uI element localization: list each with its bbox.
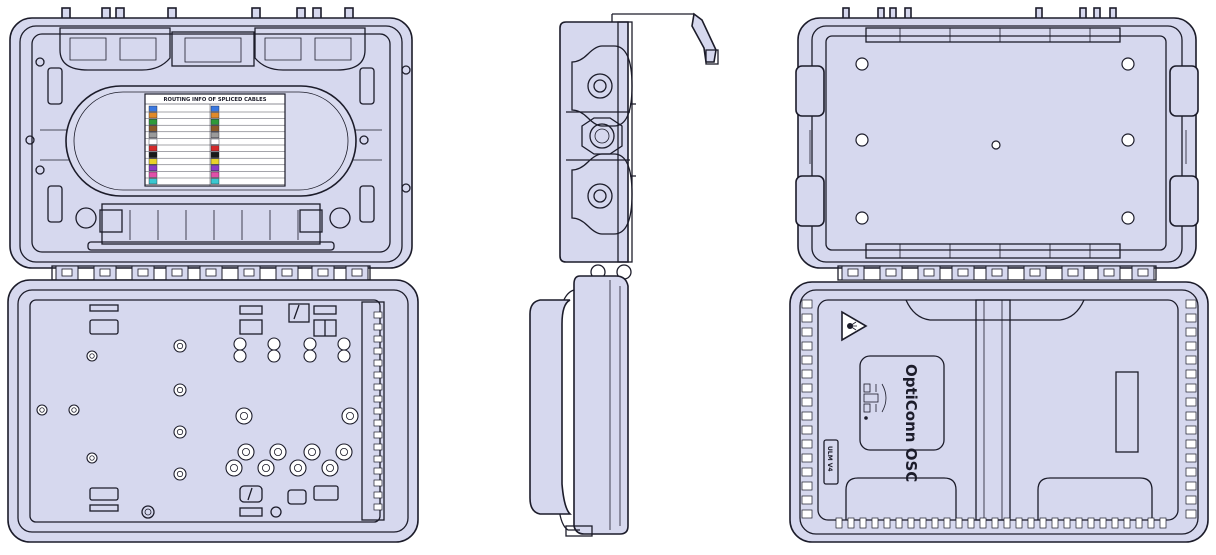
label-swatch — [148, 125, 158, 132]
cable-port — [267, 349, 281, 363]
routing-info-label: ROUTING INFO OF SPLICED CABLES — [144, 93, 286, 187]
blue-tab-top — [89, 319, 119, 335]
label-swatch — [148, 105, 158, 112]
tri-dot-logo-icon — [863, 383, 887, 420]
right-view-hinge — [837, 265, 1157, 281]
laser-warning-icon — [841, 310, 868, 342]
label-swatch — [210, 118, 220, 125]
hole — [235, 407, 253, 425]
label-swatch — [148, 165, 158, 171]
lower-body-profile — [573, 275, 629, 535]
label-swatch — [148, 178, 158, 185]
hole — [1121, 57, 1135, 71]
brand-text: OptiConn OSC — [902, 364, 920, 482]
hole — [173, 339, 187, 353]
left-view-lid: ROUTING INFO OF SPLICED CABLES — [9, 7, 413, 269]
hole — [991, 140, 1001, 150]
hole — [855, 57, 869, 71]
cable-port — [233, 349, 247, 363]
hole — [269, 443, 287, 461]
hole — [1121, 211, 1135, 225]
hole — [36, 404, 48, 416]
hole — [321, 459, 339, 477]
right-view-lid-interior — [795, 7, 1199, 269]
lid-screws — [25, 57, 411, 229]
label-swatch — [210, 158, 220, 165]
label-swatch — [148, 171, 158, 178]
label-swatch — [148, 158, 158, 165]
base-mounting-holes — [36, 337, 359, 481]
label-swatch — [210, 178, 220, 185]
hole — [303, 443, 321, 461]
label-swatch — [210, 132, 220, 138]
lid-dome-profile — [529, 299, 572, 515]
routing-info-title: ROUTING INFO OF SPLICED CABLES — [164, 97, 267, 103]
hole — [68, 404, 80, 416]
cable-port — [337, 337, 351, 351]
label-swatch — [210, 112, 220, 119]
hole — [341, 407, 359, 425]
hole — [173, 425, 187, 439]
cable-port — [233, 337, 247, 351]
cable-port — [337, 349, 351, 363]
cable-port — [303, 349, 317, 363]
lid-interior-holes — [855, 57, 1135, 225]
hole — [173, 383, 187, 397]
label-swatch — [210, 145, 220, 152]
label-swatch — [148, 151, 158, 158]
hole — [237, 443, 255, 461]
label-swatch — [148, 112, 158, 119]
gland-nut — [581, 117, 623, 155]
model-badge — [823, 439, 839, 485]
label-swatch — [210, 151, 220, 158]
left-view-base — [7, 279, 419, 543]
hole — [289, 459, 307, 477]
model-badge-text: ULM V4 — [826, 446, 833, 472]
label-swatch — [210, 125, 220, 132]
hole — [86, 452, 98, 464]
hole — [335, 443, 353, 461]
blue-tab-bottom — [89, 487, 119, 501]
cable-port — [267, 337, 281, 351]
label-swatch — [210, 105, 220, 112]
left-view-hinge — [51, 265, 371, 281]
label-swatch — [148, 138, 158, 145]
hinge-arm — [691, 12, 717, 63]
label-swatch — [210, 165, 220, 171]
hole — [173, 467, 187, 481]
label-swatch — [148, 118, 158, 125]
label-swatch — [210, 138, 220, 145]
hole — [86, 350, 98, 362]
label-swatch — [148, 145, 158, 152]
hole — [1121, 133, 1135, 147]
hole — [225, 459, 243, 477]
label-swatch — [148, 132, 158, 138]
hole — [855, 133, 869, 147]
hole — [257, 459, 275, 477]
hole — [855, 211, 869, 225]
middle-view-side-profile — [529, 12, 719, 537]
brand-label-panel — [859, 355, 945, 451]
label-swatch — [210, 171, 220, 178]
cable-port — [303, 337, 317, 351]
right-view-lid-exterior: OptiConn OSC ULM V4 — [789, 281, 1209, 543]
